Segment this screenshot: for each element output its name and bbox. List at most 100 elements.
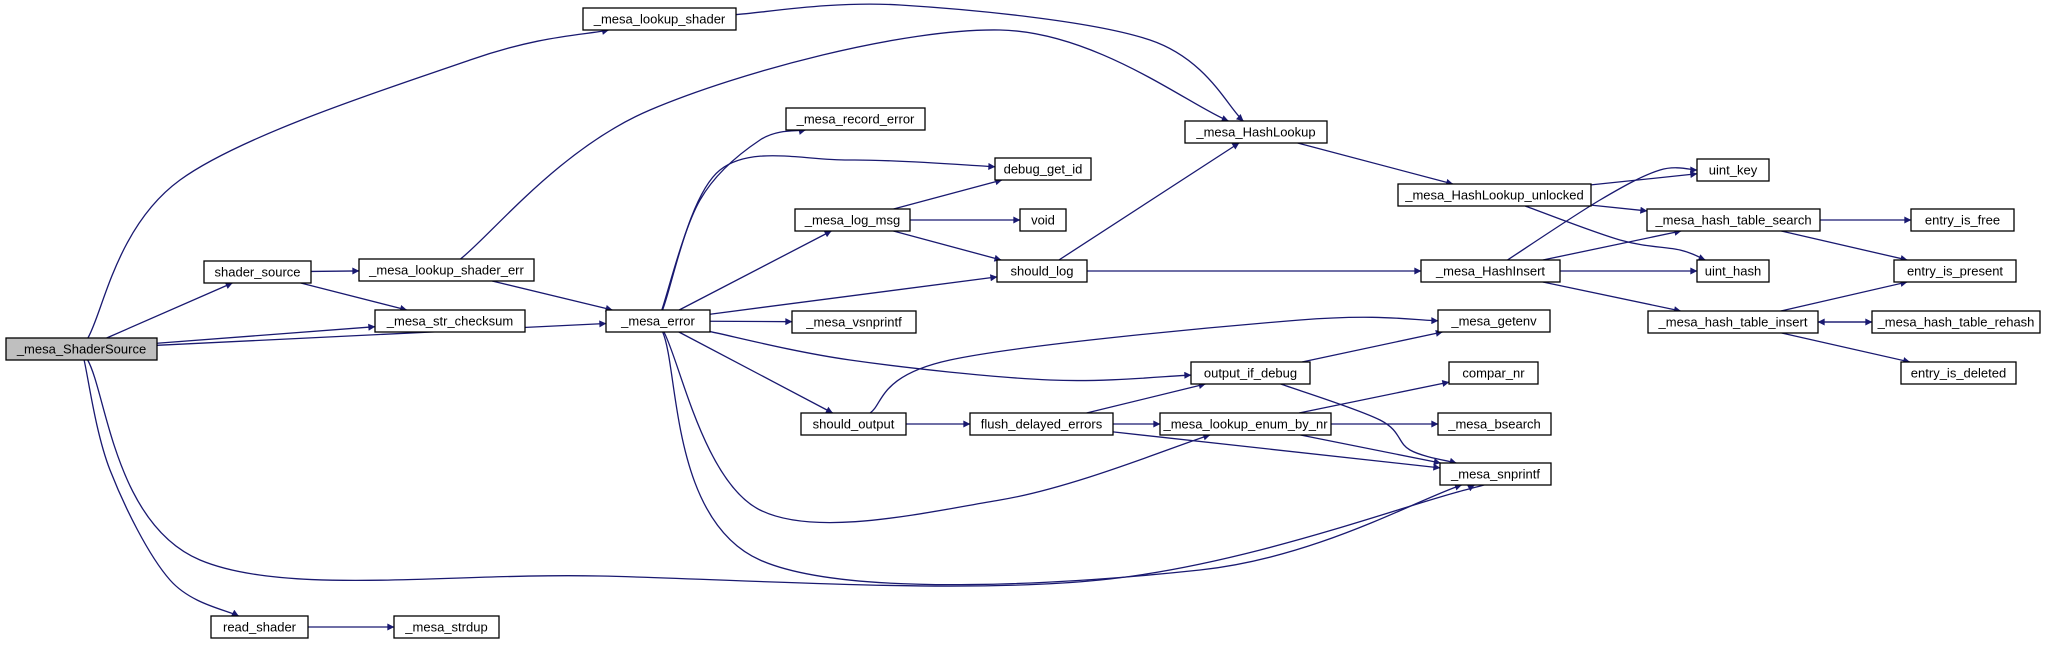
node-label: _mesa_lookup_shader	[593, 12, 726, 27]
edge-hashinsert-to-hash_search	[1542, 228, 1682, 261]
node-entry-is-free[interactable]: entry_is_free	[1910, 208, 2015, 232]
edge-should_output-to-getenv	[869, 316, 1439, 414]
node-box	[210, 615, 309, 639]
node-shader-source[interactable]: shader_source	[203, 260, 312, 284]
node-hash-rehash[interactable]: _mesa_hash_table_rehash	[1871, 310, 2041, 334]
node-uint-key[interactable]: uint_key	[1696, 158, 1770, 182]
node-box	[1184, 120, 1328, 144]
node-box	[1696, 259, 1770, 283]
node-lookup-enum[interactable]: _mesa_lookup_enum_by_nr	[1159, 412, 1332, 436]
edge-should_log-to-hashlookup	[1058, 142, 1240, 261]
node-entry-is-deleted[interactable]: entry_is_deleted	[1900, 361, 2017, 385]
node-box	[358, 258, 535, 282]
node-box	[785, 107, 926, 131]
node-label: _mesa_snprintf	[1450, 467, 1540, 482]
node-box	[1448, 361, 1539, 385]
edge-lookup_shader_err-to-mesa_error	[491, 280, 613, 312]
node-box	[393, 615, 500, 639]
edge-root-to-snprintf	[87, 359, 1496, 587]
node-entry-is-present[interactable]: entry_is_present	[1893, 259, 2017, 283]
edge-root-to-shader_source	[106, 282, 233, 339]
node-lookup-shader[interactable]: _mesa_lookup_shader	[582, 7, 737, 31]
node-uint-hash[interactable]: uint_hash	[1696, 259, 1770, 283]
edge-flush_delayed-to-output_if_debug	[1086, 382, 1206, 414]
edge-log_msg-to-should_log	[893, 230, 1002, 262]
node-label: _mesa_ShaderSource	[16, 342, 146, 357]
node-debug-get-id[interactable]: debug_get_id	[994, 157, 1092, 181]
node-label: uint_hash	[1705, 264, 1761, 279]
edge-shader_source-to-str_checksum	[300, 282, 408, 312]
node-label: _mesa_hash_table_rehash	[1877, 315, 2035, 330]
node-should-log[interactable]: should_log	[996, 259, 1088, 283]
node-output-if-debug[interactable]: output_if_debug	[1190, 361, 1311, 385]
node-hash-search[interactable]: _mesa_hash_table_search	[1646, 208, 1821, 232]
edge-hashinsert-to-uint_key	[1507, 166, 1698, 261]
node-hashlookup-unlocked[interactable]: _mesa_HashLookup_unlocked	[1397, 183, 1592, 207]
node-box	[996, 259, 1088, 283]
node-box	[374, 309, 526, 333]
node-should-output[interactable]: should_output	[800, 412, 907, 436]
node-box	[969, 412, 1114, 436]
node-bsearch[interactable]: _mesa_bsearch	[1437, 412, 1552, 436]
edge-output_if_debug-to-snprintf	[1280, 383, 1457, 465]
node-box	[1900, 361, 2017, 385]
edge-hash_insert-to-entry_is_present	[1780, 280, 1908, 312]
edge-mesa_error-to-lookup_enum	[663, 331, 1211, 524]
edge-log_msg-to-debug_get_id	[893, 178, 1003, 210]
node-flush-delayed[interactable]: flush_delayed_errors	[969, 412, 1114, 436]
edge-hashlookup-to-hashlookup_unlocked	[1297, 142, 1454, 186]
node-hash-insert[interactable]: _mesa_hash_table_insert	[1647, 310, 1819, 334]
node-box	[605, 309, 711, 333]
node-hashinsert[interactable]: _mesa_HashInsert	[1420, 259, 1561, 283]
node-label: _mesa_lookup_enum_by_nr	[1162, 417, 1328, 432]
node-box	[1019, 208, 1067, 232]
node-lookup-shader-err[interactable]: _mesa_lookup_shader_err	[358, 258, 535, 282]
node-str-checksum[interactable]: _mesa_str_checksum	[374, 309, 526, 333]
node-label: _mesa_strdup	[404, 620, 487, 635]
node-box	[1397, 183, 1592, 207]
edge-layer	[83, 3, 1912, 631]
node-vsnprintf[interactable]: _mesa_vsnprintf	[791, 310, 917, 334]
node-label: void	[1031, 213, 1055, 228]
node-box	[794, 208, 911, 232]
node-label: should_log	[1011, 264, 1074, 279]
node-root[interactable]: _mesa_ShaderSource	[5, 337, 158, 361]
node-mesa-error[interactable]: _mesa_error	[605, 309, 711, 333]
node-getenv[interactable]: _mesa_getenv	[1437, 309, 1551, 333]
node-label: _mesa_record_error	[796, 112, 915, 127]
edge-mesa_error-to-should_log	[709, 274, 998, 315]
node-label: entry_is_free	[1925, 213, 2000, 228]
node-read-shader[interactable]: read_shader	[210, 615, 309, 639]
node-snprintf[interactable]: _mesa_snprintf	[1439, 462, 1552, 486]
edge-lookup_enum-to-compar_nr	[1298, 380, 1450, 414]
node-box	[791, 310, 917, 334]
edge-mesa_error-to-log_msg	[678, 230, 832, 311]
edge-lookup_shader-to-hashlookup	[735, 3, 1244, 122]
node-box	[1437, 412, 1552, 436]
node-box	[1159, 412, 1332, 436]
edge-hashlookup_unlocked-to-hash_search	[1590, 204, 1648, 214]
node-box	[1910, 208, 2015, 232]
node-mesa-strdup[interactable]: _mesa_strdup	[393, 615, 500, 639]
node-label: _mesa_error	[620, 314, 695, 329]
node-log-msg[interactable]: _mesa_log_msg	[794, 208, 911, 232]
node-compar-nr[interactable]: compar_nr	[1448, 361, 1539, 385]
node-label: _mesa_str_checksum	[386, 314, 513, 329]
node-label: read_shader	[223, 620, 297, 635]
edge-output_if_debug-to-getenv	[1301, 329, 1443, 363]
edge-hash_search-to-entry_is_present	[1781, 230, 1908, 262]
node-hashlookup[interactable]: _mesa_HashLookup	[1184, 120, 1328, 144]
edge-root-to-read_shader	[83, 359, 239, 617]
edge-mesa_error-to-snprintf	[662, 331, 1462, 586]
edge-lookup_enum-to-snprintf	[1300, 434, 1441, 466]
node-box	[1696, 158, 1770, 182]
node-label: uint_key	[1709, 163, 1758, 178]
edge-lookup_shader_err-to-hashlookup	[460, 29, 1229, 260]
node-void[interactable]: void	[1019, 208, 1067, 232]
node-label: should_output	[813, 417, 895, 432]
node-record-error[interactable]: _mesa_record_error	[785, 107, 926, 131]
node-box	[1871, 310, 2041, 334]
node-box	[994, 157, 1092, 181]
edge-hash_insert-to-entry_is_deleted	[1781, 332, 1911, 364]
node-label: flush_delayed_errors	[981, 417, 1103, 432]
